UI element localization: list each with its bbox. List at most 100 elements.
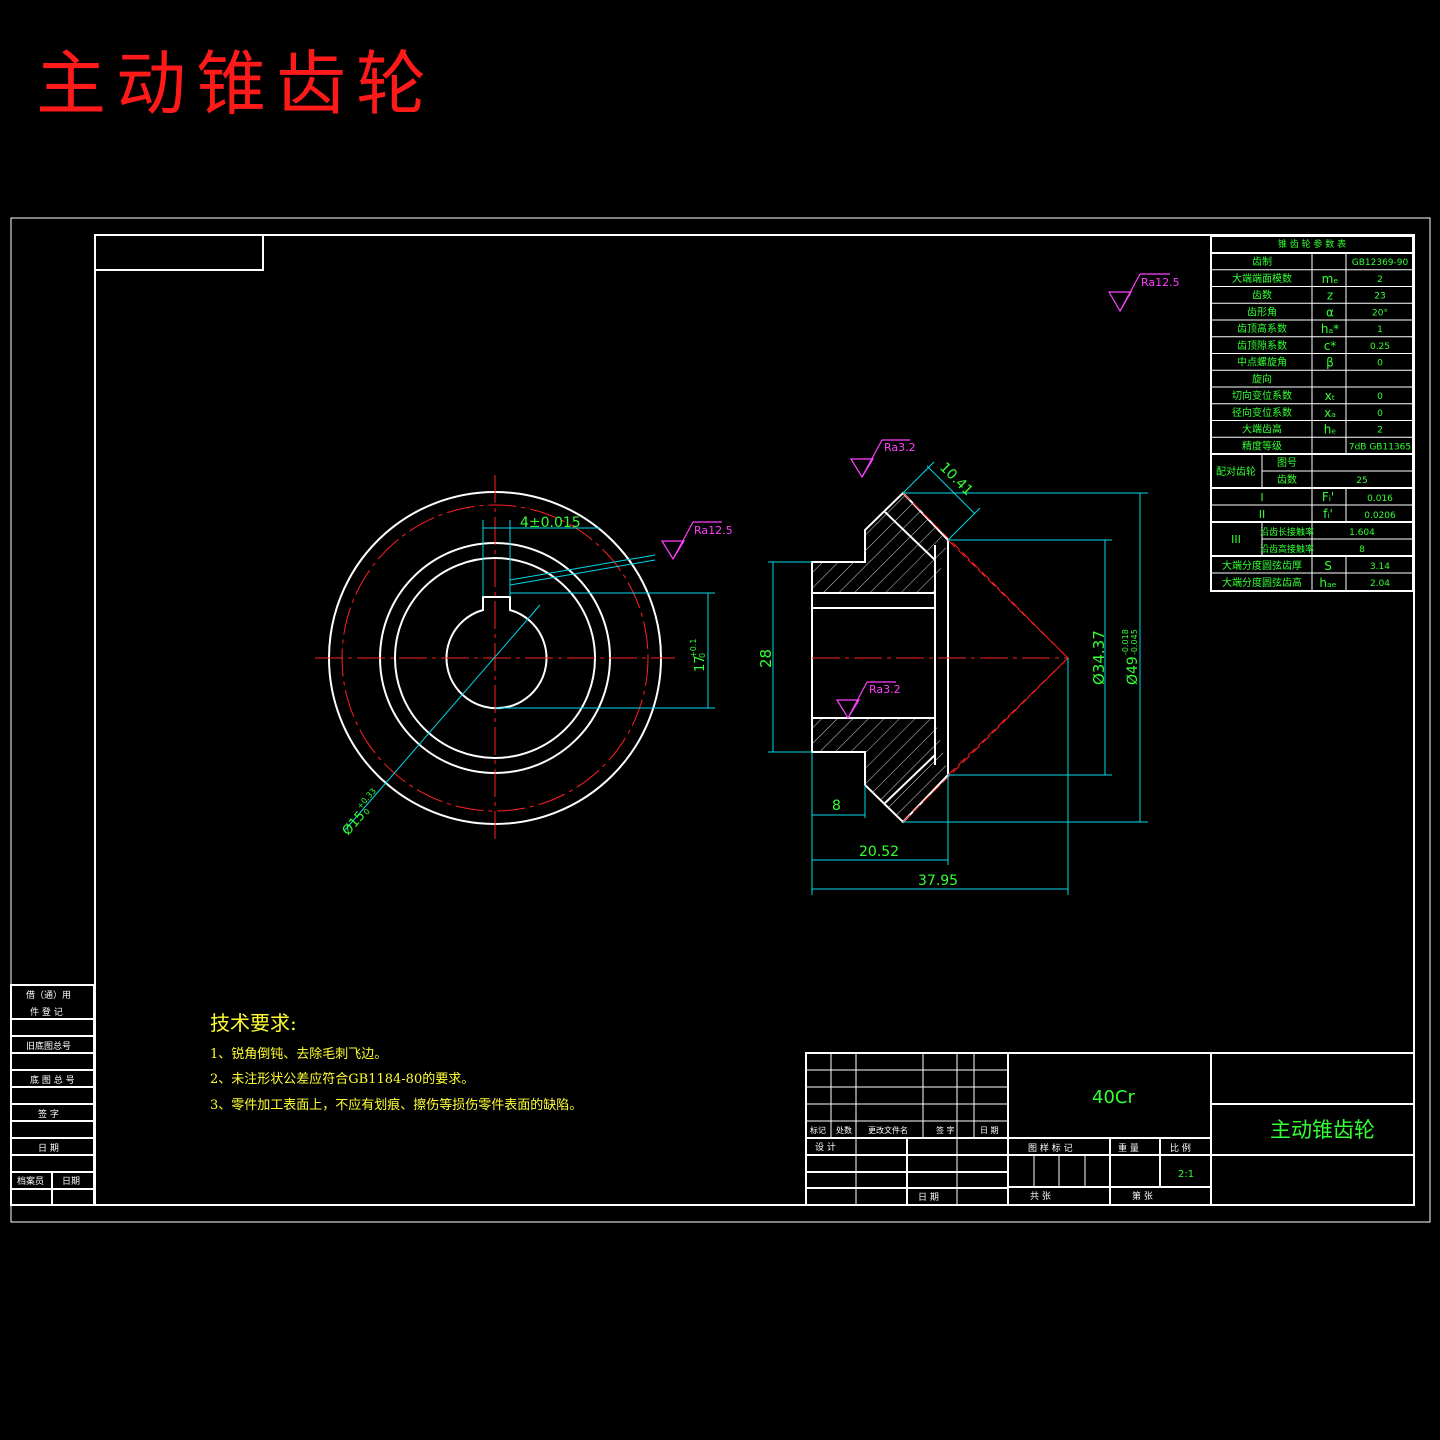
roughness-symbol-2: Ra12.5 (1107, 273, 1180, 313)
param-row-value: 0.25 (1370, 342, 1390, 352)
part-name: 主动锥齿轮 (1270, 1118, 1375, 1142)
param-row-value: 0 (1377, 409, 1383, 419)
rev-header-5: 日 期 (980, 1126, 999, 1135)
dim-hub-len: 8 (832, 798, 841, 814)
dim-len-1: 20.52 (859, 844, 899, 860)
rev-header-2: 处数 (836, 1125, 852, 1135)
param-row-name: 齿制 (1252, 255, 1272, 268)
param-row-value: 0 (1377, 392, 1383, 402)
param-row-symbol: c* (1324, 339, 1337, 353)
mate-label: 配对齿轮 (1216, 465, 1256, 478)
param-row-symbol: hₐ* (1321, 322, 1339, 336)
inner-border (94, 234, 1415, 1206)
side-block (10, 984, 95, 1206)
param-row-value: 20° (1372, 308, 1388, 318)
tol-row-value: 0.0206 (1364, 511, 1396, 521)
drawing-title: 主动锥齿轮 (36, 43, 436, 125)
param-row-name: 大端齿高 (1242, 423, 1282, 436)
top-left-box (94, 234, 264, 271)
weight-label: 重 量 (1118, 1142, 1139, 1154)
contact-row-value: 8 (1359, 545, 1365, 555)
side-label-7: 档案员 (17, 1175, 44, 1187)
material-label: 40Cr (1092, 1087, 1135, 1108)
end-row-name: 大端分度圆弦齿高 (1222, 576, 1302, 589)
side-label-4: 底 图 总 号 (30, 1074, 75, 1086)
param-row-name: 齿数 (1252, 289, 1272, 302)
dim-bore-tol-upper: +0.1 (689, 639, 698, 658)
dim-len-2: 37.95 (918, 873, 958, 889)
param-row-name: 大端端面模数 (1232, 272, 1292, 285)
dim-dia-outer: Ø49 (1125, 656, 1141, 685)
mate-row-value: 25 (1356, 476, 1367, 486)
param-row-symbol: α (1326, 305, 1334, 319)
side-label-8: 日期 (62, 1176, 80, 1187)
scale-label: 比 例 (1170, 1142, 1191, 1154)
title-block (805, 1052, 1415, 1206)
tech-item-3: 3、零件加工表面上，不应有划痕、擦伤等损伤零件表面的缺陷。 (210, 1097, 582, 1113)
end-row-value: 2.04 (1370, 579, 1390, 589)
param-row-name: 旋向 (1252, 372, 1272, 385)
param-row-value: 1 (1377, 325, 1383, 335)
dim-dia-outer-tol-lower: -0.045 (1130, 629, 1139, 655)
stage-label: 图 样 标 记 (1028, 1142, 1073, 1154)
side-label-2: 件 登 记 (30, 1006, 63, 1018)
dim-dia-outer-tol-upper: -0.018 (1121, 629, 1130, 655)
tol-row-name: I (1260, 491, 1263, 504)
param-header: 锥 齿 轮 参 数 表 (1278, 238, 1346, 250)
param-row-name: 中点螺旋角 (1237, 356, 1287, 369)
roughness-label-3: Ra3.2 (884, 441, 916, 454)
param-row-value: 2 (1377, 426, 1383, 436)
dim-hub-dia: 28 (757, 649, 775, 668)
param-row-symbol: β (1326, 356, 1334, 370)
tech-requirements: 技术要求: 1、锐角倒钝、去除毛刺飞边。 2、未注形状公差应符合GB1184-8… (210, 1011, 582, 1113)
tol-row-name: II (1259, 508, 1266, 521)
side-label-5: 签 字 (38, 1108, 59, 1120)
tol-row-symbol: Fᵢ' (1322, 490, 1334, 504)
tol-row-symbol: fᵢ' (1323, 507, 1333, 521)
roughness-label-4: Ra3.2 (869, 683, 901, 696)
contact-label: III (1231, 533, 1241, 546)
end-row-symbol: S (1324, 559, 1332, 573)
tol-row-value: 0.016 (1367, 494, 1393, 504)
side-label-6: 日 期 (38, 1143, 59, 1154)
side-label-3: 旧底图总号 (26, 1040, 71, 1052)
rev-header-3: 更改文件名 (868, 1125, 908, 1135)
param-row-name: 齿形角 (1247, 306, 1277, 318)
contact-row-name: 沿齿长接触率 (1260, 526, 1314, 538)
param-row-symbol: hₑ (1324, 423, 1337, 437)
roughness-label-1: Ra12.5 (694, 524, 733, 537)
end-row-symbol: hₐₑ (1319, 576, 1336, 590)
param-row-name: 齿顶高系数 (1237, 322, 1287, 335)
contact-row-name: 沿齿高接触率 (1260, 543, 1314, 555)
sheet-no-label: 第 张 (1132, 1190, 1153, 1202)
rev-header-4: 签 字 (936, 1125, 955, 1135)
dim-dia-inner: Ø34.37 (1090, 630, 1108, 685)
param-row-value: 23 (1374, 292, 1385, 302)
roughness-symbol-3: Ra3.2 (849, 439, 916, 479)
param-row-symbol: mₑ (1322, 272, 1339, 286)
dim-bore-small-tol-lower: 0 (362, 807, 372, 817)
dim-bore-main: 17 (693, 655, 708, 672)
design-label: 设 计 (815, 1141, 836, 1153)
param-row-name: 切向变位系数 (1232, 389, 1292, 402)
roughness-symbol-4: Ra3.2 (835, 681, 901, 720)
side-view (768, 461, 1148, 895)
tech-title: 技术要求: (210, 1011, 297, 1035)
outer-border (10, 217, 1431, 1223)
param-row-value: 0 (1377, 359, 1383, 369)
side-label-1: 借（通）用 (26, 989, 71, 1001)
dim-bore-small-tol-upper: +0.33 (355, 787, 378, 811)
dim-key-width: 4±0.015 (520, 515, 581, 531)
dim-bore-tol-lower: 0 (698, 653, 707, 658)
contact-row-value: 1.604 (1349, 528, 1375, 538)
front-view (315, 475, 715, 840)
mate-row-name: 图号 (1277, 457, 1297, 469)
param-row-symbol: z (1327, 289, 1333, 303)
roughness-symbol-1: Ra12.5 (660, 521, 733, 561)
param-row-name: 精度等级 (1242, 439, 1282, 452)
param-row-value: 7dB GB11365 (1349, 442, 1411, 452)
param-row-value: 2 (1377, 275, 1383, 285)
mate-row-name: 齿数 (1277, 473, 1297, 486)
roughness-label-2: Ra12.5 (1141, 276, 1180, 289)
